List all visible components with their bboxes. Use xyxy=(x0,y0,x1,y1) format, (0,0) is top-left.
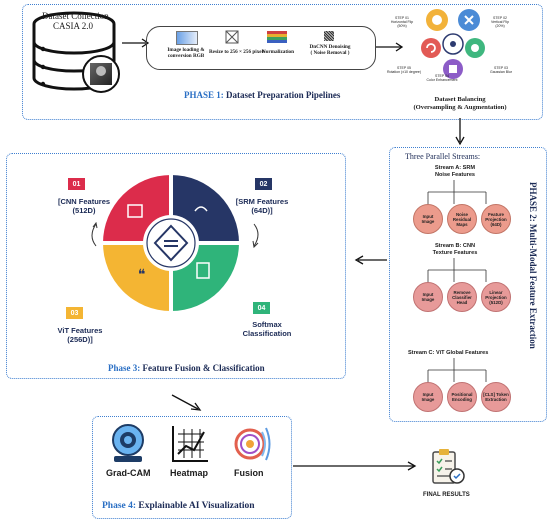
phase1-title: PHASE 1: Dataset Preparation Pipelines xyxy=(184,90,340,100)
db-label-line2: CASIA 2.0 xyxy=(53,21,94,31)
streamB-node-remove-head: Remove Classifier Head xyxy=(447,282,477,312)
streamB-node-projection: Linear Projection (512D) xyxy=(481,282,511,312)
tile-04: 04 xyxy=(253,302,270,314)
phase4-title-rest: Explainable AI Visualization xyxy=(136,501,255,511)
phase3-title-rest: Feature Fusion & Classification xyxy=(140,363,265,373)
streamB-title: Stream B: CNN Texture Features xyxy=(432,243,478,256)
fusion-wheel: ❝ xyxy=(103,175,239,311)
phase1-title-prefix: PHASE 1: xyxy=(184,90,224,100)
streamB-tree xyxy=(427,258,487,282)
phase2-side-title: PHASE 2: Multi-Modal Feature Extraction xyxy=(528,182,538,349)
normalization-icon xyxy=(267,31,287,43)
streamC-title: Stream C: ViT Global Features xyxy=(408,350,489,356)
connector-arrow-2 xyxy=(376,42,404,52)
step-resize-label: Resize to 256 × 256 pixels xyxy=(208,49,266,55)
results-clipboard-icon xyxy=(432,449,465,484)
aug-step1: STEP 01 Horizontal Flip (50%) xyxy=(390,16,414,29)
aug-step2: STEP 02 Vertical Flip (20%) xyxy=(490,16,510,29)
tile-01: 01 xyxy=(68,178,85,190)
aug-step3: STEP 03 Gaussian Blur xyxy=(490,66,512,75)
gradcam-label: Grad-CAM xyxy=(106,468,151,478)
q1-label: [CNN Features (512D) xyxy=(57,197,111,215)
streamA-node-input: Input Image xyxy=(413,204,443,234)
q4-label: Softmax Classification xyxy=(242,320,292,338)
phase2-header: Three Parallel Streams: xyxy=(405,152,481,161)
final-results-label: FINAL RESULTS xyxy=(423,492,470,498)
denoise-icon xyxy=(324,31,334,41)
curve-arrow-left xyxy=(91,222,98,247)
arrow-to-phase2 xyxy=(455,118,465,146)
streamA-tree xyxy=(427,180,487,204)
phase3-title-prefix: Phase 3: xyxy=(108,363,141,373)
tile-02: 02 xyxy=(255,178,272,190)
gradcam-icon xyxy=(112,424,144,462)
phase4-title-prefix: Phase 4: xyxy=(102,501,137,511)
pipeline-box xyxy=(146,26,376,70)
streamC-node-cls: [CLS] Token Extraction xyxy=(481,382,511,412)
streamA-node-noise: Noise Residual Maps xyxy=(447,204,477,234)
aug-step4: STEP 04 Color Enhancement xyxy=(426,74,458,83)
phase1-container xyxy=(22,4,543,120)
resize-icon xyxy=(225,30,239,44)
rgb-icon xyxy=(176,31,198,45)
streamA-node-projection: Feature Projection (64D) xyxy=(481,204,511,234)
arrow-to-phase4 xyxy=(171,394,202,411)
heatmap-icon xyxy=(172,426,208,462)
streamC-tree xyxy=(427,358,487,382)
curve-arrow-right xyxy=(252,223,259,248)
fusion-icon xyxy=(234,427,271,461)
svg-text:❝: ❝ xyxy=(138,267,146,283)
tile-03: 03 xyxy=(66,307,83,319)
phase3-container xyxy=(6,153,346,379)
streamC-node-positional: Positional Encoding xyxy=(447,382,477,412)
phase3-title: Phase 3: Feature Fusion & Classification xyxy=(108,363,265,373)
streamB-node-input: Input Image xyxy=(413,282,443,312)
q2-label: [SRM Features (64D)] xyxy=(235,197,289,215)
phase2-container xyxy=(389,147,547,422)
step-rgb-label: Image loading & conversion RGB xyxy=(167,47,205,59)
db-label-line1: Dataset Collection xyxy=(42,11,109,21)
fusion-label: Fusion xyxy=(234,468,264,478)
connector-arrow xyxy=(122,38,150,48)
balancing-title: Dataset Balancing (Oversampling & Augmen… xyxy=(413,96,507,111)
arrow-to-results xyxy=(293,461,417,471)
streamC-node-input: Input Image xyxy=(413,382,443,412)
step-denoise-label: DnCNN Denoising ( Noise Removal ) xyxy=(309,44,351,56)
sample-image-thumbnail xyxy=(82,55,120,93)
q3-label: ViT Features (256D)] xyxy=(57,326,103,344)
step-normalization-label: Normalization xyxy=(262,49,294,55)
aug-step5: STEP 05 Rotation (±10 degree) xyxy=(386,66,422,75)
arrow-to-phase3 xyxy=(354,255,387,265)
phase4-container xyxy=(92,416,292,519)
heatmap-label: Heatmap xyxy=(170,468,209,478)
phase4-title: Phase 4: Explainable AI Visualization xyxy=(102,501,255,511)
augmentation-cluster xyxy=(421,9,485,79)
streamA-title: Stream A: SRM Noise Features xyxy=(434,165,476,178)
phase1-title-rest: Dataset Preparation Pipelines xyxy=(223,90,341,100)
